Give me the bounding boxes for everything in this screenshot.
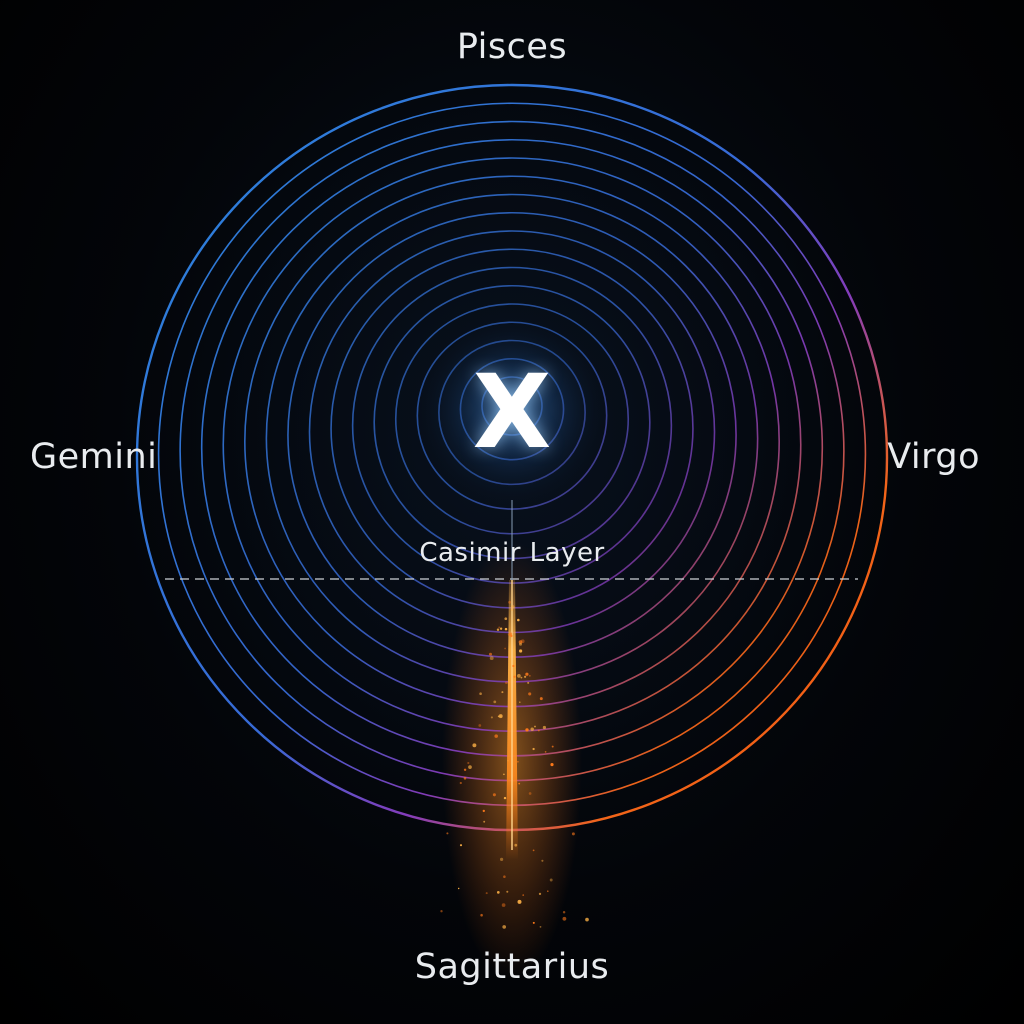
particle bbox=[508, 632, 513, 636]
label-virgo: Virgo bbox=[887, 437, 980, 477]
particle bbox=[490, 716, 493, 719]
particle bbox=[468, 765, 472, 769]
particle bbox=[463, 768, 467, 772]
particle bbox=[539, 926, 542, 928]
particle bbox=[532, 849, 535, 852]
particle bbox=[551, 745, 554, 748]
particle bbox=[488, 652, 493, 656]
particle bbox=[517, 674, 521, 678]
particle bbox=[505, 681, 508, 685]
particle bbox=[472, 743, 477, 748]
particle bbox=[499, 857, 504, 862]
particle bbox=[539, 697, 543, 701]
particle bbox=[496, 628, 500, 632]
particle bbox=[506, 890, 509, 893]
particle bbox=[503, 875, 506, 878]
particle bbox=[492, 793, 496, 797]
particle bbox=[517, 760, 519, 763]
center-x-mark: X bbox=[472, 353, 552, 472]
particle bbox=[478, 724, 482, 727]
label-pisces: Pisces bbox=[456, 27, 568, 67]
particle bbox=[504, 617, 508, 621]
beam-particles bbox=[440, 600, 589, 929]
particle bbox=[528, 792, 532, 795]
particle bbox=[483, 820, 486, 823]
particle bbox=[494, 734, 498, 738]
particle bbox=[510, 608, 514, 611]
particle bbox=[517, 618, 520, 622]
particle bbox=[522, 894, 525, 896]
particle bbox=[517, 899, 522, 904]
particle bbox=[504, 647, 506, 650]
particle bbox=[501, 903, 506, 907]
particle bbox=[482, 809, 485, 813]
particle bbox=[493, 700, 497, 704]
particle bbox=[571, 832, 575, 836]
particle bbox=[537, 729, 540, 732]
label-sagittarius: Sagittarius bbox=[414, 947, 610, 987]
particle bbox=[519, 701, 521, 703]
particle bbox=[463, 777, 467, 780]
label-gemini: Gemini bbox=[30, 437, 158, 477]
particle bbox=[538, 892, 542, 896]
particle bbox=[532, 921, 535, 924]
particle bbox=[541, 859, 544, 862]
particle bbox=[485, 892, 488, 895]
particle bbox=[534, 725, 536, 728]
particle bbox=[518, 640, 523, 644]
label-casimir-layer: Casimir Layer bbox=[419, 538, 605, 568]
particle bbox=[498, 626, 501, 629]
particle bbox=[544, 751, 547, 753]
particle bbox=[508, 600, 512, 604]
particle bbox=[512, 664, 515, 668]
particle bbox=[585, 917, 589, 922]
particle bbox=[501, 691, 504, 694]
particle bbox=[480, 913, 483, 917]
particle bbox=[440, 910, 443, 913]
particle bbox=[525, 672, 529, 676]
particle bbox=[504, 627, 508, 631]
particle bbox=[550, 763, 554, 767]
particle bbox=[547, 890, 549, 892]
particle bbox=[518, 782, 521, 785]
particle bbox=[496, 891, 500, 894]
core-glow bbox=[417, 315, 607, 505]
particle bbox=[530, 727, 534, 731]
particle bbox=[467, 761, 470, 765]
particle bbox=[503, 796, 507, 800]
particle bbox=[489, 656, 494, 661]
particle bbox=[518, 649, 523, 653]
particle bbox=[562, 916, 567, 921]
particle bbox=[528, 692, 532, 696]
particle bbox=[525, 728, 529, 732]
particle bbox=[459, 781, 462, 785]
particle bbox=[498, 714, 503, 719]
particle bbox=[549, 878, 553, 882]
particle bbox=[532, 747, 535, 751]
particle bbox=[502, 925, 507, 929]
particle bbox=[542, 725, 547, 730]
particle bbox=[519, 642, 522, 646]
particle bbox=[527, 681, 530, 684]
particle bbox=[499, 627, 503, 630]
particle bbox=[562, 910, 566, 914]
particle bbox=[513, 675, 516, 678]
particle bbox=[507, 760, 509, 762]
particle bbox=[459, 844, 463, 847]
particle bbox=[503, 773, 505, 776]
particle bbox=[528, 674, 531, 677]
particle bbox=[479, 692, 482, 695]
particle bbox=[514, 843, 518, 847]
particle bbox=[524, 675, 527, 678]
particle bbox=[446, 832, 449, 835]
particle bbox=[520, 676, 523, 679]
particle bbox=[458, 887, 460, 890]
particle bbox=[510, 605, 515, 609]
